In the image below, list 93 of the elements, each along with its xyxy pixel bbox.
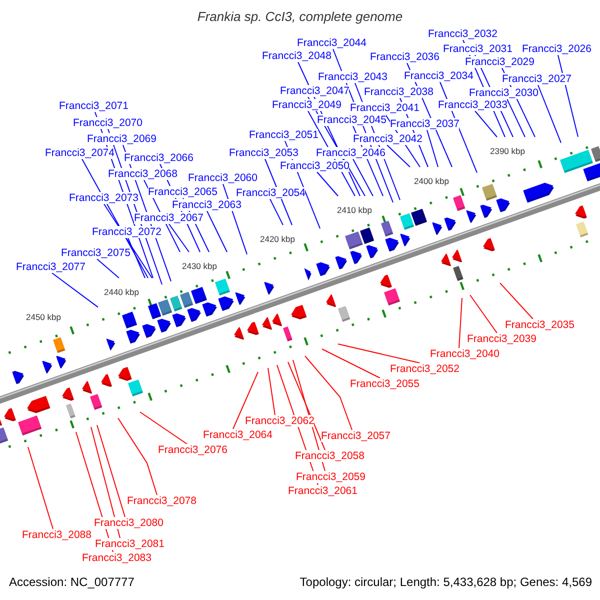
gene-label: Francci3_2060	[188, 172, 258, 184]
leader-line	[128, 238, 146, 278]
scale-label: 2400 kbp	[414, 176, 449, 186]
gene-label: Francci3_2039	[467, 333, 536, 345]
gene-label: Francci3_2073	[69, 192, 138, 204]
scale-label: 2390 kbp	[490, 146, 525, 156]
leader-line	[500, 282, 534, 320]
gene-label: Francci3_2034	[404, 70, 474, 82]
gene-label: Francci3_2067	[134, 212, 204, 224]
gene-label: Francci3_2069	[87, 133, 156, 145]
leader-line	[474, 110, 498, 138]
leader-line	[470, 294, 498, 334]
accession-text: Accession: NC_007777	[9, 575, 134, 589]
gene-label: Francci3_2071	[59, 100, 128, 112]
leader-line	[458, 298, 462, 348]
scale-label: 2450 kbp	[26, 312, 61, 322]
gene-label: Francci3_2032	[428, 28, 498, 40]
gene-label: Francci3_2068	[108, 168, 178, 180]
scale-label: 2420 kbp	[260, 234, 295, 244]
gene-label: Francci3_2026	[522, 43, 592, 55]
gene-label: Francci3_2036	[370, 51, 440, 63]
gene-label: Francci3_2047	[280, 85, 350, 97]
leader-line	[426, 130, 438, 168]
gene-label: Francci3_2040	[430, 348, 500, 360]
scale-label: 2410 kbp	[337, 205, 372, 215]
leader-line	[52, 272, 98, 308]
leader-line	[304, 356, 352, 430]
gene-label: Francci3_2029	[465, 56, 534, 68]
leader-line	[96, 258, 120, 278]
leader-line	[338, 344, 420, 364]
leader-line	[538, 84, 562, 144]
gene-label: Francci3_2054	[236, 187, 306, 199]
gene-label: Francci3_2059	[296, 471, 366, 483]
gene-label: Francci3_2046	[316, 147, 386, 159]
title: Frankia sp. CcI3, complete genome	[196, 9, 404, 24]
gene-label: Francci3_2074	[45, 147, 114, 159]
leader-line	[506, 98, 526, 138]
gene-label: Francci3_2076	[158, 444, 228, 456]
leader-line	[386, 144, 410, 168]
gene-label: Francci3_2037	[390, 118, 460, 130]
gene-label: Francci3_2045	[317, 114, 386, 126]
gene-label: Francci3_2043	[318, 71, 388, 83]
gene-label: Francci3_2055	[350, 378, 420, 390]
leader-line	[270, 198, 284, 226]
leader-line	[118, 418, 158, 496]
leader-line	[232, 372, 258, 430]
scale-label: 2440 kbp	[104, 287, 139, 297]
leader-line	[168, 224, 190, 252]
gene-label: Francci3_2077	[16, 261, 86, 273]
gene-label: Francci3_2049	[272, 99, 342, 111]
gene-label: Francci3_2088	[22, 529, 92, 541]
leader-line	[90, 426, 120, 538]
gene-label: Francci3_2064	[203, 429, 272, 441]
gene-label: Francci3_2080	[94, 517, 164, 529]
gene-label: Francci3_2050	[280, 160, 350, 172]
gene-label: Francci3_2048	[262, 50, 332, 62]
gene-label: Francci3_2063	[172, 199, 242, 211]
genome-info-text: Topology: circular; Length: 5,433,628 bp; Genes: 4,569	[300, 575, 592, 589]
gene-label: Francci3_2035	[505, 319, 574, 331]
leader-line	[322, 348, 380, 378]
gene-label: Francci3_2066	[124, 152, 194, 164]
gene-label: Francci3_2072	[92, 226, 162, 238]
gene-label: Francci3_2030	[469, 87, 538, 99]
gene-label: Francci3_2081	[95, 538, 164, 550]
leader-line	[316, 172, 338, 196]
leader-line	[268, 368, 276, 416]
leader-line	[352, 158, 374, 196]
gene-label: Francci3_2033	[438, 99, 508, 111]
gene-label: Francci3_2031	[443, 43, 512, 55]
gene-label: Francci3_2052	[390, 363, 460, 375]
leader-line	[206, 210, 228, 252]
leader-line	[96, 424, 126, 518]
gene-label: Francci3_2053	[229, 147, 298, 159]
gene-label: Francci3_2038	[364, 86, 434, 98]
gene-label: Francci3_2057	[321, 430, 390, 442]
gene-label: Francci3_2027	[502, 73, 572, 85]
gene-label: Francci3_2070	[73, 117, 142, 129]
gene-label: Francci3_2041	[350, 102, 420, 114]
scale-label: 2430 kbp	[182, 261, 217, 271]
gene-label: Francci3_2075	[61, 247, 130, 259]
leader-line	[28, 446, 54, 530]
gene-label: Francci3_2058	[295, 450, 364, 462]
gene-label: Francci3_2062	[245, 415, 314, 427]
gene-label: Francci3_2044	[297, 37, 366, 49]
gene-label: Francci3_2042	[353, 133, 422, 145]
leader-line	[140, 412, 188, 444]
leader-line	[558, 54, 578, 138]
gene-label: Francci3_2078	[127, 495, 196, 507]
gene-label: Francci3_2061	[288, 485, 358, 497]
gene-label: Francci3_2083	[82, 552, 152, 564]
gene-label: Francci3_2065	[148, 186, 218, 198]
gene-label: Francci3_2051	[249, 129, 318, 141]
leader-line	[288, 362, 326, 450]
